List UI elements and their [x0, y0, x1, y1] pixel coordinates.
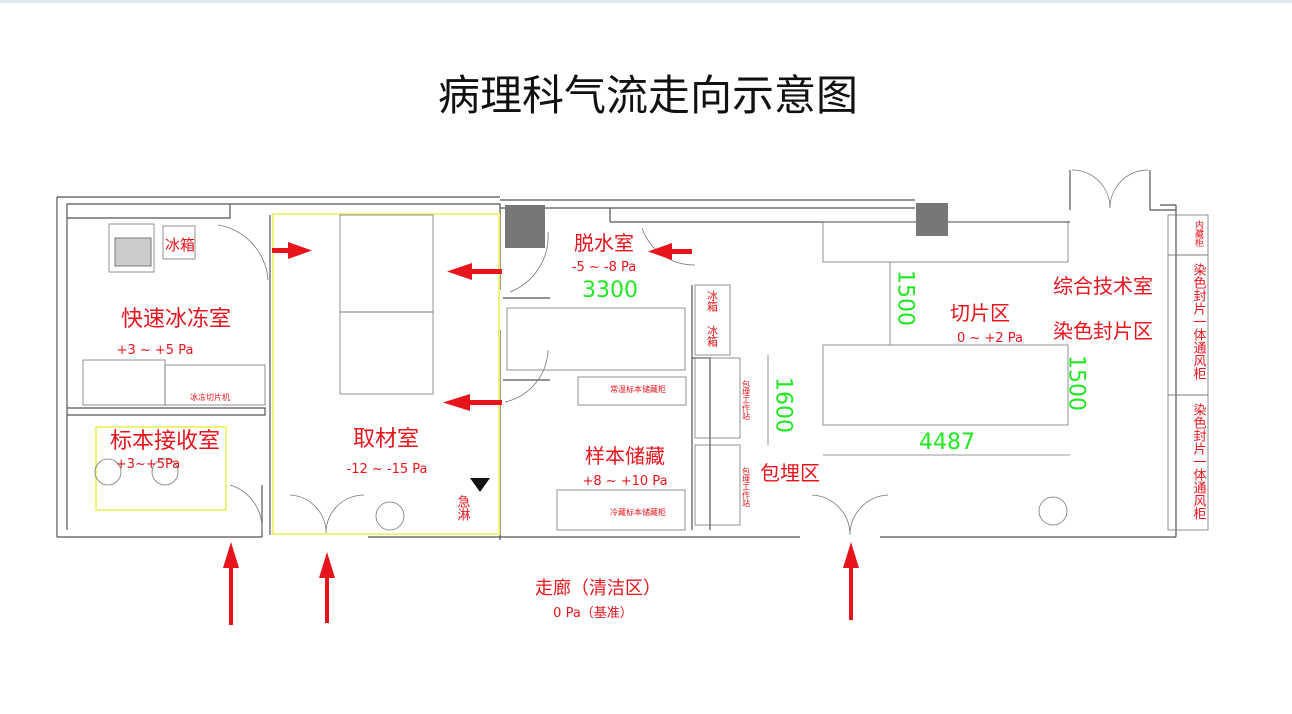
specimen-receive-room-name: 标本接收室 [110, 429, 220, 454]
cold-cabinet-label: 冷藏标本储藏柜 [610, 507, 666, 517]
embedding-area-name: 包埋区 [760, 461, 820, 485]
stain-hood-label: 染色封片一体通风柜 [1191, 263, 1207, 380]
embedding-station-label: 包埋工作站 [742, 466, 751, 508]
fridge-label: 冰箱 [165, 236, 195, 254]
dimension-lines [767, 262, 1070, 456]
dimension-1500: 1500 [1064, 355, 1089, 411]
sectioning-pressure: 0 ~ +2 Pa [957, 331, 1023, 346]
stain-hood-label: 染色封片一体通风柜 [1191, 403, 1207, 520]
embedding-station-label: 包埋工作站 [742, 379, 751, 421]
airflow-arrows [223, 242, 859, 625]
page-title: 病理科气流走向示意图 [438, 71, 858, 120]
sample-storage-room-name: 样本储藏 [585, 444, 665, 468]
dimension-3300: 3300 [582, 278, 638, 303]
arrow-right-icon [272, 242, 312, 259]
dehydration-pressure: -5 ~ -8 Pa [572, 260, 636, 275]
fridge-label: 冰箱 [706, 325, 719, 348]
receive-zone [95, 426, 227, 511]
furniture [82, 203, 1209, 531]
eyewash-label: 急淋 [455, 495, 471, 521]
corridor-name: 走廊（清洁区） [535, 578, 661, 599]
grossing-pressure: -12 ~ -15 Pa [347, 462, 428, 477]
room-temp-cabinet-label: 常温标本储藏柜 [610, 384, 666, 394]
arrow-up-icon [843, 542, 859, 620]
dehydration-room-name: 脱水室 [574, 231, 634, 255]
arrow-left-icon [443, 394, 502, 411]
dimension-1600: 1600 [771, 377, 796, 433]
arrow-left-icon [648, 243, 692, 260]
top-border [0, 0, 1292, 3]
sample-storage-pressure: +8 ~ +10 Pa [582, 474, 667, 489]
grossing-room-name: 取材室 [353, 427, 419, 452]
corridor-pressure: 0 Pa（基准） [553, 606, 633, 621]
grossing-zone [272, 213, 500, 535]
arrow-up-icon [319, 552, 335, 623]
arrow-up-icon [223, 542, 239, 625]
dimension-4487: 4487 [919, 430, 975, 455]
specimen-receive-pressure: +3~+5Pa [116, 457, 180, 472]
fridge-label: 冰箱 [706, 290, 719, 313]
dimension-1500: 1500 [893, 270, 918, 326]
tech-room-name: 综合技术室 [1053, 274, 1153, 298]
quick-freeze-room-name: 快速冰冻室 [121, 307, 231, 332]
quick-freeze-pressure: +3 ~ +5 Pa [117, 343, 194, 358]
built-in-cabinet-label: 内藏柜 [1193, 219, 1204, 248]
staining-area-name: 染色封片区 [1053, 319, 1153, 343]
cryostat-label: 冰冻切片机 [190, 392, 230, 402]
arrow-left-icon [447, 263, 502, 280]
sectioning-area-name: 切片区 [950, 301, 1010, 325]
